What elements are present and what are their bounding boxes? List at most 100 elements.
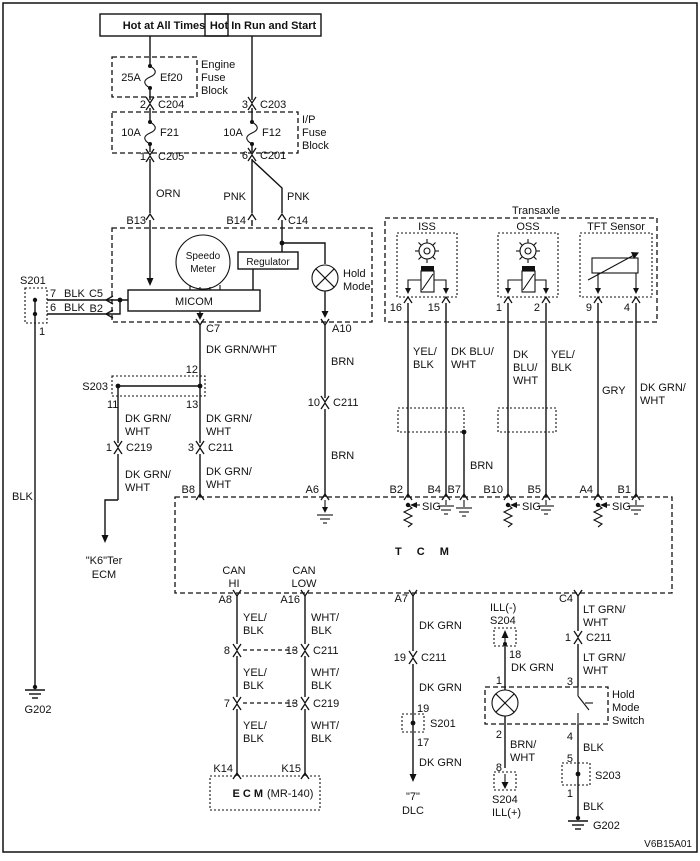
can-hi-1: CAN xyxy=(222,565,245,577)
pin-a10-label: A10 xyxy=(332,323,352,335)
hot-at-all-times-box xyxy=(99,13,229,37)
c219-can-pl: 7 xyxy=(224,698,230,710)
tcm-pin-b1: B1 xyxy=(618,484,631,496)
shield-oss-box xyxy=(497,407,557,433)
oss-label: OSS xyxy=(516,221,539,233)
c219-label: C219 xyxy=(126,442,152,454)
tft-pin4: 4 xyxy=(624,302,630,314)
branch-11: DK GRN/ WHT 1 C219 DK GRN/ WHT "K6"Ter E… xyxy=(86,386,172,581)
w1b: BLU/ xyxy=(513,362,538,374)
power-section: Hot at All Times Hot In Run and Start 25 xyxy=(99,13,329,213)
c204-pin: 2 xyxy=(140,99,146,111)
can-wl-3: BLK xyxy=(243,680,264,692)
transaxle-box xyxy=(384,217,658,323)
tcm-a6-ground-icon xyxy=(317,500,333,524)
switch-blk2: BLK xyxy=(583,801,604,813)
wire-pnk1-label: PNK xyxy=(223,191,246,203)
fuse-ef20-id: Ef20 xyxy=(160,72,183,84)
cluster-box xyxy=(111,227,373,323)
hot-in-run-box xyxy=(204,13,322,37)
oss-pin1: 1 xyxy=(496,302,502,314)
tcm-pin-c4: C4 xyxy=(559,593,573,605)
tcm-pin-b4: B4 xyxy=(428,484,441,496)
pin-c5-label: C5 xyxy=(89,288,103,300)
ecm-dest-label-1: "K6"Ter xyxy=(86,555,123,567)
connector-c211-can-icon xyxy=(232,643,310,658)
wire-orn-label: ORN xyxy=(156,188,181,200)
b11-wire2a: DK GRN/ xyxy=(125,469,172,481)
switch-pin3: 3 xyxy=(567,676,573,688)
oss-gear-icon xyxy=(516,239,540,263)
resistor-icon xyxy=(502,504,514,528)
connector-c201-icon xyxy=(247,147,257,162)
w2b: BLK xyxy=(551,362,572,374)
can-wr-1: BLK xyxy=(311,625,332,637)
iss-label: ISS xyxy=(418,221,436,233)
efb-label-3: Block xyxy=(201,85,228,97)
connector-c211-10-icon xyxy=(320,395,330,410)
c211-19-pin: 19 xyxy=(394,652,406,664)
c211-10-label: C211 xyxy=(333,397,358,409)
hot-at-all-times-label: Hot at All Times xyxy=(123,20,206,32)
can-wl-5: BLK xyxy=(243,733,264,745)
tcm-sig3: SIG xyxy=(612,501,631,513)
connector-c211-3-icon xyxy=(195,440,205,455)
ill-neg-label: ILL(-) xyxy=(490,602,516,614)
pin-b13-icon xyxy=(145,212,155,221)
s203-mid-box xyxy=(111,375,206,397)
tcm-pin-a6: A6 xyxy=(306,484,319,496)
s203-bottom-label: S203 xyxy=(595,770,621,782)
pin-b13-label: B13 xyxy=(126,215,146,227)
can-wr-3: BLK xyxy=(311,680,332,692)
c4-w2a: LT GRN/ xyxy=(583,652,626,664)
wire-hot-left xyxy=(144,36,156,213)
tcm-pin-a7: A7 xyxy=(395,593,408,605)
c211-1-label: C211 xyxy=(586,632,611,644)
b11-wire1a: DK GRN/ xyxy=(125,413,172,425)
w15a: DK BLU/ xyxy=(451,346,495,358)
fuse-ef20-amp: 25A xyxy=(121,72,141,84)
iss-gear-icon xyxy=(415,239,439,263)
tcm-a4-sig xyxy=(592,502,610,528)
ill-w2b: WHT xyxy=(510,752,535,764)
c7-branch: DK GRN/WHT S203 12 11 13 DK GRN/ WHT 1 C… xyxy=(82,325,277,581)
can-low-1: CAN xyxy=(292,565,315,577)
s201-blk1: BLK xyxy=(64,288,85,300)
speedo-label-2: Meter xyxy=(190,264,216,275)
can-wl-2: YEL/ xyxy=(243,667,268,679)
dlc-dest-2: DLC xyxy=(402,805,424,817)
tcm-b4-ground-icon xyxy=(438,500,454,515)
s201-pin1: 1 xyxy=(39,326,45,338)
tcm-b2-sig xyxy=(402,502,420,528)
iss-pickup-icon xyxy=(405,266,449,294)
efb-label-1: Engine xyxy=(201,59,235,71)
pin-b2-cluster-label: B2 xyxy=(90,303,103,315)
c4-w1a: LT GRN/ xyxy=(583,604,626,616)
regulator-label: Regulator xyxy=(246,257,290,268)
tcm-pin-b7: B7 xyxy=(448,484,461,496)
s204a-label: S204 xyxy=(490,615,516,627)
hold-lamp-label-2: Mode xyxy=(343,281,371,293)
dlc-w1: DK GRN xyxy=(419,620,462,632)
s201-in-pin: 19 xyxy=(417,703,429,715)
tcm-b5-ground-icon xyxy=(538,500,554,515)
c7-wire1-label: DK GRN/WHT xyxy=(206,344,277,356)
sensor-wires: YEL/ BLK DK BLU/ WHT DK BLU/ WHT YEL/ BL… xyxy=(397,303,687,497)
tcm-b7-ground-icon xyxy=(456,500,472,517)
ip-fuse-block-box xyxy=(111,111,299,154)
tcm-title: T C M xyxy=(395,546,455,558)
c203-pin: 3 xyxy=(242,99,248,111)
s204b-label: S204 xyxy=(492,794,518,806)
w9: GRY xyxy=(602,385,626,397)
hot-in-run-label: Hot In Run and Start xyxy=(210,20,317,32)
ill-pos-label: ILL(+) xyxy=(492,807,521,819)
tcm-b1-ground-icon xyxy=(628,500,644,515)
pin-b14-icon xyxy=(247,212,257,221)
transaxle-title: Transaxle xyxy=(512,205,560,217)
c4-w1b: WHT xyxy=(583,617,608,629)
s203-pin11: 11 xyxy=(107,399,118,411)
ground-g202-right-icon xyxy=(568,815,588,830)
s201-out-pin: 17 xyxy=(417,737,429,749)
ill-w1: DK GRN xyxy=(511,662,554,674)
